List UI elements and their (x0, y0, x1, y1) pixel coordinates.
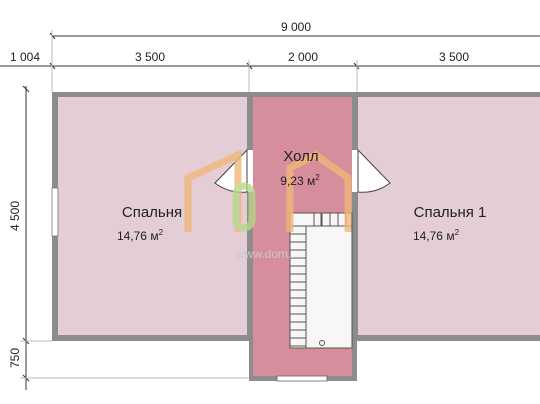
room-name-bedroom-1: Спальня 1 (414, 204, 487, 221)
watermark-house-right (286, 150, 352, 232)
stair-body (289, 212, 353, 349)
door-opening (352, 150, 358, 192)
seg1-label: 1 004 (10, 50, 40, 64)
seg4-label: 3 500 (439, 50, 469, 64)
room-area-bedroom: 14,76 м2 (117, 228, 164, 243)
top-dimensions (0, 30, 540, 95)
watermark-green-shape (232, 182, 256, 232)
room-name-bedroom: Спальня (122, 204, 182, 221)
door-swing-arc (357, 148, 391, 193)
height-label: 4 500 (8, 201, 22, 231)
door-right (352, 148, 391, 193)
total-width-label: 9 000 (281, 20, 311, 34)
room-area-hall: 9,23 м2 (280, 173, 320, 188)
seg2-label: 3 500 (135, 50, 165, 64)
stair-treads (290, 213, 347, 347)
window-left (51, 187, 59, 237)
room-bedroom-left (58, 97, 247, 335)
room-bedroom-right (358, 97, 540, 335)
seg3-label: 2 000 (288, 50, 318, 64)
staircase (289, 212, 353, 349)
door-opening (247, 150, 253, 192)
watermark-logo (184, 149, 352, 232)
room-name-hall: Холл (283, 148, 318, 165)
stair-start-marker (319, 340, 325, 346)
room-area-bedroom-1: 14,76 м2 (413, 228, 460, 243)
dimension-tick (22, 85, 30, 93)
porch-depth-label: 750 (8, 348, 22, 368)
left-dimensions (20, 85, 250, 390)
entrance-door (276, 375, 328, 382)
watermark-url: www.dom... (235, 247, 298, 261)
